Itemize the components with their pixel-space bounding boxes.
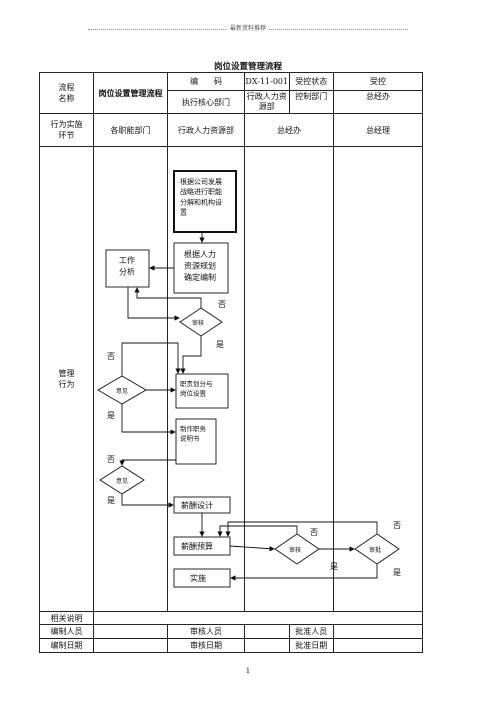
status-label: 受控状态: [295, 77, 328, 86]
stage-label: 行为实施 环节: [39, 113, 94, 147]
label-no: 否: [218, 300, 226, 309]
label-yes: 是: [393, 568, 401, 577]
flow-row: 管理 行为: [39, 146, 423, 612]
review-diamond-2: [274, 533, 320, 565]
info-row-1: 流程 名称 岗位设置管理流程 编 码 DX-11-001 受控状态 受控: [39, 72, 423, 114]
job-description-text: 制作职务说明书: [180, 424, 207, 442]
page-title: 岗位设置管理流程: [213, 62, 282, 72]
job-analysis-text: 工作分析: [119, 255, 135, 277]
lane-header-row: 行为实施 环节 各职能部门 行政人力资源部 总经办 总经理: [39, 113, 423, 147]
label-yes: 是: [216, 340, 224, 349]
salary-design-text: 薪酬设计: [181, 500, 213, 510]
duty-box-text: 职责划分与岗位设置: [180, 379, 213, 397]
exec-dept-label: 执行核心部门: [167, 90, 245, 114]
duty-box: [175, 373, 229, 409]
control-dept-value: 总经办: [333, 90, 423, 114]
staffing-box-text: 根据人力资源规划确定编制: [184, 249, 216, 282]
review-1-text: 审核: [192, 319, 204, 327]
salary-budget-text: 薪酬预算: [181, 541, 213, 551]
label-yes: 是: [107, 496, 115, 505]
exec-dept-value: 行政人力资源部: [246, 91, 290, 113]
code-value: DX-11-001: [246, 73, 290, 90]
review-2-text: 审核: [289, 546, 301, 554]
opinion-2-text: 意见: [116, 477, 128, 485]
control-dept-label: 控制部门: [295, 92, 328, 101]
label-yes: 是: [107, 411, 115, 420]
process-name-value: 岗位设置管理流程: [93, 72, 168, 114]
implement-box: [173, 568, 231, 588]
header-text: 最新资料推荐: [226, 24, 270, 34]
approve-text: 审批: [369, 546, 381, 554]
page-number: 1: [245, 667, 251, 675]
label-no: 否: [107, 352, 115, 361]
code-label: 编 码: [190, 77, 222, 86]
label-no: 否: [310, 528, 318, 537]
lane-general-manager: 总经理: [333, 113, 423, 147]
label-no: 否: [107, 455, 115, 464]
compile-date-label: 编制日期: [39, 638, 94, 653]
lane-gm-office: 总经办: [244, 113, 334, 147]
approver-label: 批准人员: [295, 627, 328, 636]
management-behavior-label: 管理 行为: [39, 146, 94, 612]
approve-date-label: 批准日期: [295, 641, 328, 650]
job-description-box: [175, 418, 217, 465]
opinion-1-text: 意见: [116, 387, 128, 395]
strategy-box-text: 根据公司发展战略进行职能分解和机构设置: [180, 177, 222, 216]
lane-functional-depts: 各职能部门: [93, 113, 168, 147]
strategy-box: [173, 170, 237, 233]
label-no: 否: [393, 521, 401, 530]
info-row-2: 执行核心部门 行政人力资源部 控制部门 总经办: [40, 90, 423, 114]
footer-row-dates: 编制日期 审核日期 批准日期: [39, 638, 423, 653]
label-yes: 是: [330, 562, 338, 571]
job-analysis-box: [105, 249, 150, 288]
implement-text: 实施: [190, 573, 206, 583]
page-header: 最新资料推荐: [88, 24, 408, 36]
process-table: 流程 名称 岗位设置管理流程 编 码 DX-11-001 受控状态 受控 执行核…: [39, 72, 423, 653]
